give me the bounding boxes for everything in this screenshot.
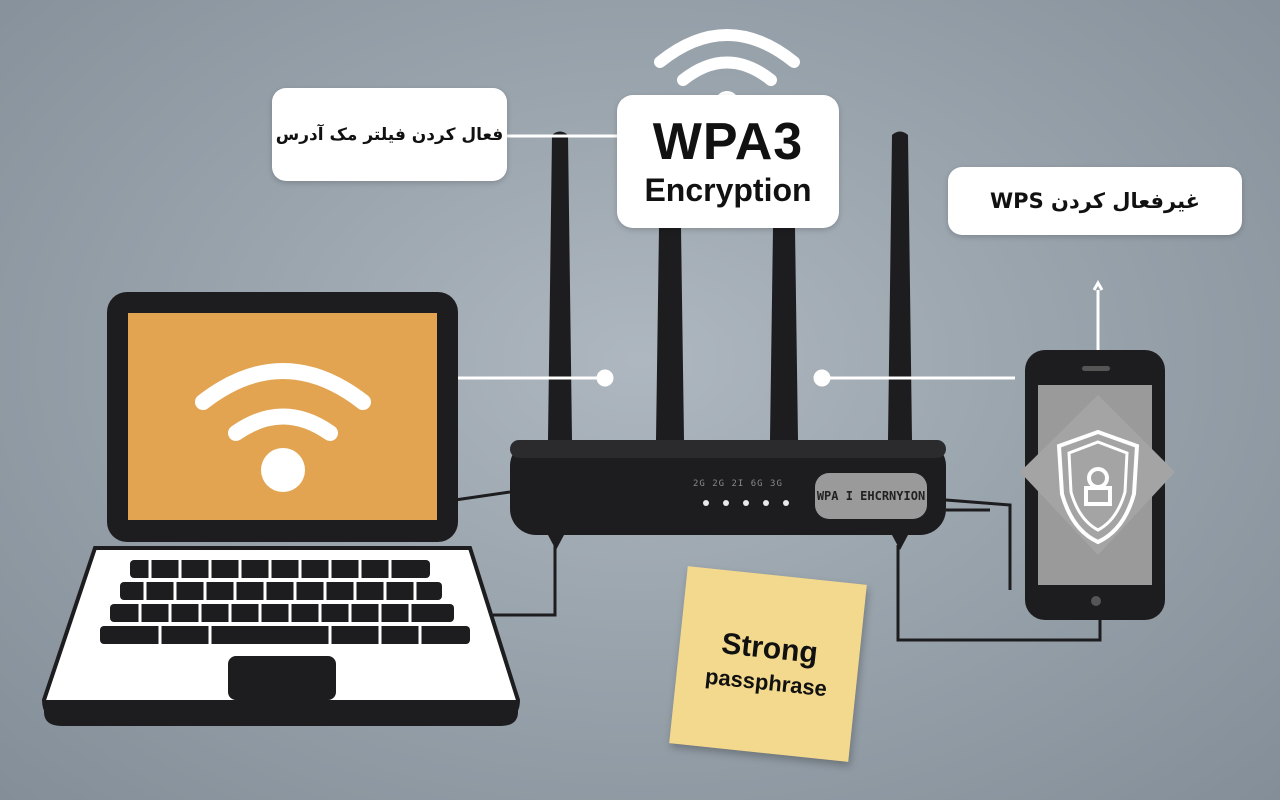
wpa3-subtitle: Encryption [644, 172, 812, 208]
router-antennas [548, 131, 912, 440]
keyboard [100, 560, 470, 644]
mac-filter-label: فعال کردن فیلتر مک آدرس [275, 124, 504, 145]
router-led-labels: 2G 2G 2I 6G 3G [693, 479, 783, 489]
laptop [41, 292, 521, 726]
shield-lock-icon [1056, 429, 1140, 545]
wpa3-title: WPA3 [652, 113, 804, 172]
router-encryption-badge: WPA I EHCRNYION [815, 473, 927, 519]
wps-callout: غیرفعال کردن WPS [948, 167, 1242, 235]
mac-filter-callout: فعال کردن فیلتر مک آدرس [272, 88, 507, 181]
wps-label: غیرفعال کردن WPS [990, 189, 1200, 213]
cables [454, 490, 1102, 642]
touchpad [228, 656, 336, 700]
sticky-note-line-1: Strong [719, 627, 820, 671]
sticky-note: Strong passphrase [669, 566, 867, 762]
router-leds [703, 500, 789, 506]
laptop-wifi-icon [195, 363, 371, 441]
wpa3-callout: WPA3 Encryption [617, 95, 839, 228]
